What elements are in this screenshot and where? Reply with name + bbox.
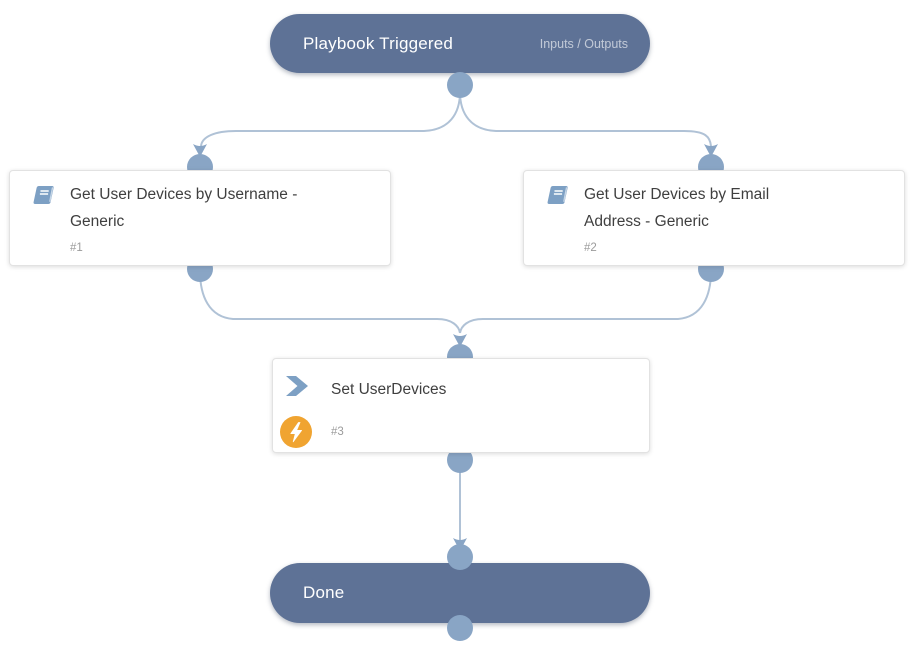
trigger-node[interactable]: Playbook Triggered Inputs / Outputs [270,14,650,73]
edge-task2-to-task3 [459,270,712,334]
playbook-book-icon [544,182,570,208]
task-title: Get User Devices by Username - Generic [70,186,298,230]
playbook-book-icon [30,182,56,208]
trigger-node-title: Playbook Triggered [303,33,454,53]
task3-output-dot[interactable] [447,447,473,473]
task-title: Set UserDevices [331,381,447,398]
done-node-title: Done [303,583,345,602]
arrowhead-into-task2 [704,144,718,157]
task-node-1[interactable]: Get User Devices by Username - Generic #… [9,170,391,266]
arrowhead-into-task1 [193,144,207,157]
chevron-right-icon [285,375,309,397]
edge-trigger-to-task2 [459,91,712,147]
done-node[interactable]: Done [270,563,650,623]
lightning-icon [280,416,312,448]
task-number: #2 [584,242,597,254]
task-title: Get User Devices by Email Address - Gene… [584,186,770,230]
task-node-2[interactable]: Get User Devices by Email Address - Gene… [523,170,905,266]
arrowhead-into-task3 [453,334,467,347]
task-number: #1 [70,242,83,254]
edge-trigger-to-task1 [200,91,461,147]
edge-task1-to-task3 [199,270,461,334]
task-number: #3 [331,426,344,438]
task-node-3[interactable]: Set UserDevices #3 [272,358,650,453]
trigger-inputs-outputs-link[interactable]: Inputs / Outputs [539,36,628,51]
